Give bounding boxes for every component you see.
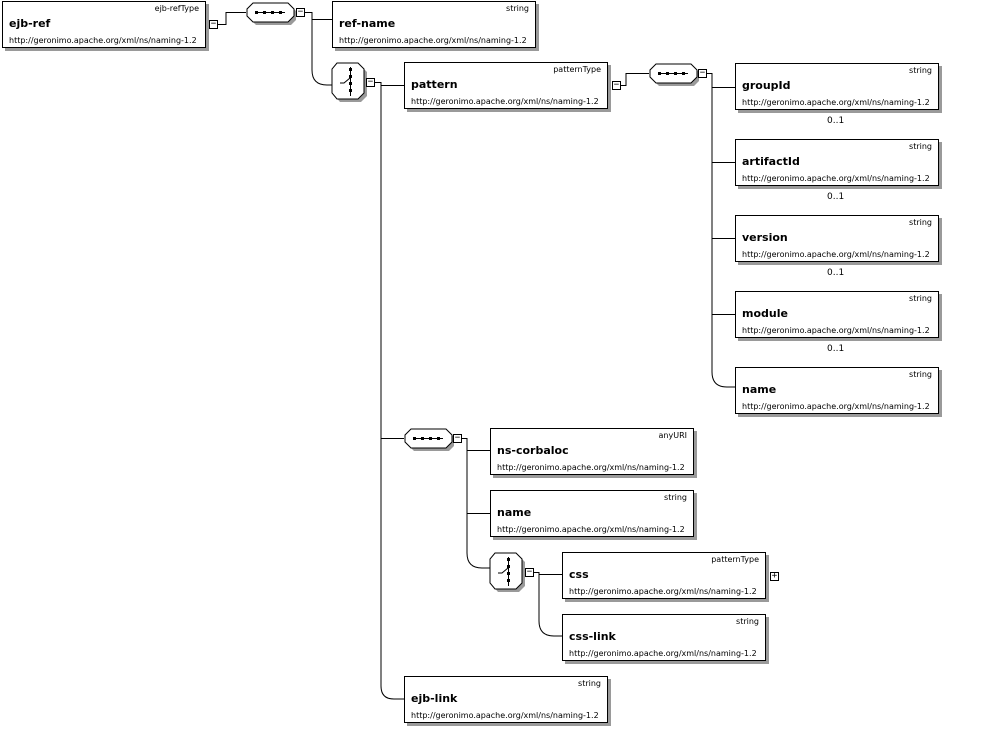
element-namespace: http://geronimo.apache.org/xml/ns/naming… [569, 587, 757, 596]
element-type: patternType [553, 65, 601, 74]
element-ejb-ref[interactable]: ejb-refType ejb-ref http://geronimo.apac… [2, 1, 206, 48]
element-type: ejb-refType [154, 4, 199, 13]
choice-icon [489, 552, 525, 592]
choice-compositor[interactable] [489, 552, 525, 599]
element-module[interactable]: string module http://geronimo.apache.org… [735, 291, 939, 338]
element-namespace: http://geronimo.apache.org/xml/ns/naming… [742, 402, 930, 411]
element-type: string [506, 4, 529, 13]
element-ref-name[interactable]: string ref-name http://geronimo.apache.o… [332, 1, 536, 48]
element-type: string [909, 218, 932, 227]
element-namespace: http://geronimo.apache.org/xml/ns/naming… [742, 326, 930, 335]
element-name: module [742, 307, 788, 320]
element-type: string [578, 679, 601, 688]
element-artifactId[interactable]: string artifactId http://geronimo.apache… [735, 139, 939, 186]
choice-compositor[interactable] [331, 62, 367, 109]
element-name: name [742, 383, 777, 396]
element-name: pattern [411, 78, 458, 91]
element-name: name [497, 506, 532, 519]
element-type: string [909, 142, 932, 151]
element-namespace: http://geronimo.apache.org/xml/ns/naming… [742, 98, 930, 107]
collapse-toggle-icon[interactable]: − [296, 7, 305, 17]
element-css-link[interactable]: string css-link http://geronimo.apache.o… [562, 614, 766, 661]
element-name-corba[interactable]: string name http://geronimo.apache.org/x… [490, 490, 694, 537]
sequence-compositor[interactable] [404, 428, 455, 456]
element-groupId[interactable]: string groupId http://geronimo.apache.or… [735, 63, 939, 110]
element-name-pattern[interactable]: string name http://geronimo.apache.org/x… [735, 367, 939, 414]
element-namespace: http://geronimo.apache.org/xml/ns/naming… [497, 463, 685, 472]
element-name: ejb-link [411, 692, 458, 705]
element-name: ns-corbaloc [497, 444, 569, 457]
occurrence-label: 0..1 [827, 344, 845, 354]
element-name: css-link [569, 630, 616, 643]
sequence-icon [649, 63, 700, 86]
element-name: ref-name [339, 17, 396, 30]
collapse-toggle-icon[interactable]: − [612, 80, 621, 90]
occurrence-label: 0..1 [827, 192, 845, 202]
element-type: string [664, 493, 687, 502]
element-css[interactable]: patternType css http://geronimo.apache.o… [562, 552, 766, 599]
choice-icon [331, 62, 367, 102]
element-version[interactable]: string version http://geronimo.apache.or… [735, 215, 939, 262]
element-type: string [909, 66, 932, 75]
element-name: ejb-ref [9, 17, 51, 30]
occurrence-label: 0..1 [827, 116, 845, 126]
element-type: string [909, 294, 932, 303]
element-ns-corbaloc[interactable]: anyURI ns-corbaloc http://geronimo.apach… [490, 428, 694, 475]
element-name: css [569, 568, 589, 581]
element-name: version [742, 231, 788, 244]
element-type: string [736, 617, 759, 626]
collapse-toggle-icon[interactable]: − [698, 68, 707, 78]
sequence-compositor[interactable] [246, 2, 297, 30]
element-type: string [909, 370, 932, 379]
element-name: groupId [742, 79, 791, 92]
element-type: anyURI [658, 431, 687, 440]
element-namespace: http://geronimo.apache.org/xml/ns/naming… [9, 36, 197, 45]
collapse-toggle-icon[interactable]: − [525, 567, 534, 577]
expand-toggle-icon[interactable]: + [770, 571, 779, 581]
element-ejb-link[interactable]: string ejb-link http://geronimo.apache.o… [404, 676, 608, 723]
element-namespace: http://geronimo.apache.org/xml/ns/naming… [339, 36, 527, 45]
element-pattern[interactable]: patternType pattern http://geronimo.apac… [404, 62, 608, 109]
sequence-compositor[interactable] [649, 63, 700, 91]
sequence-icon [404, 428, 455, 451]
element-type: patternType [711, 555, 759, 564]
collapse-toggle-icon[interactable]: − [209, 19, 218, 29]
element-namespace: http://geronimo.apache.org/xml/ns/naming… [411, 711, 599, 720]
element-namespace: http://geronimo.apache.org/xml/ns/naming… [569, 649, 757, 658]
element-namespace: http://geronimo.apache.org/xml/ns/naming… [742, 250, 930, 259]
occurrence-label: 0..1 [827, 268, 845, 278]
collapse-toggle-icon[interactable]: − [453, 433, 462, 443]
collapse-toggle-icon[interactable]: − [366, 77, 375, 87]
sequence-icon [246, 2, 297, 25]
element-namespace: http://geronimo.apache.org/xml/ns/naming… [742, 174, 930, 183]
element-namespace: http://geronimo.apache.org/xml/ns/naming… [497, 525, 685, 534]
element-name: artifactId [742, 155, 800, 168]
element-namespace: http://geronimo.apache.org/xml/ns/naming… [411, 97, 599, 106]
